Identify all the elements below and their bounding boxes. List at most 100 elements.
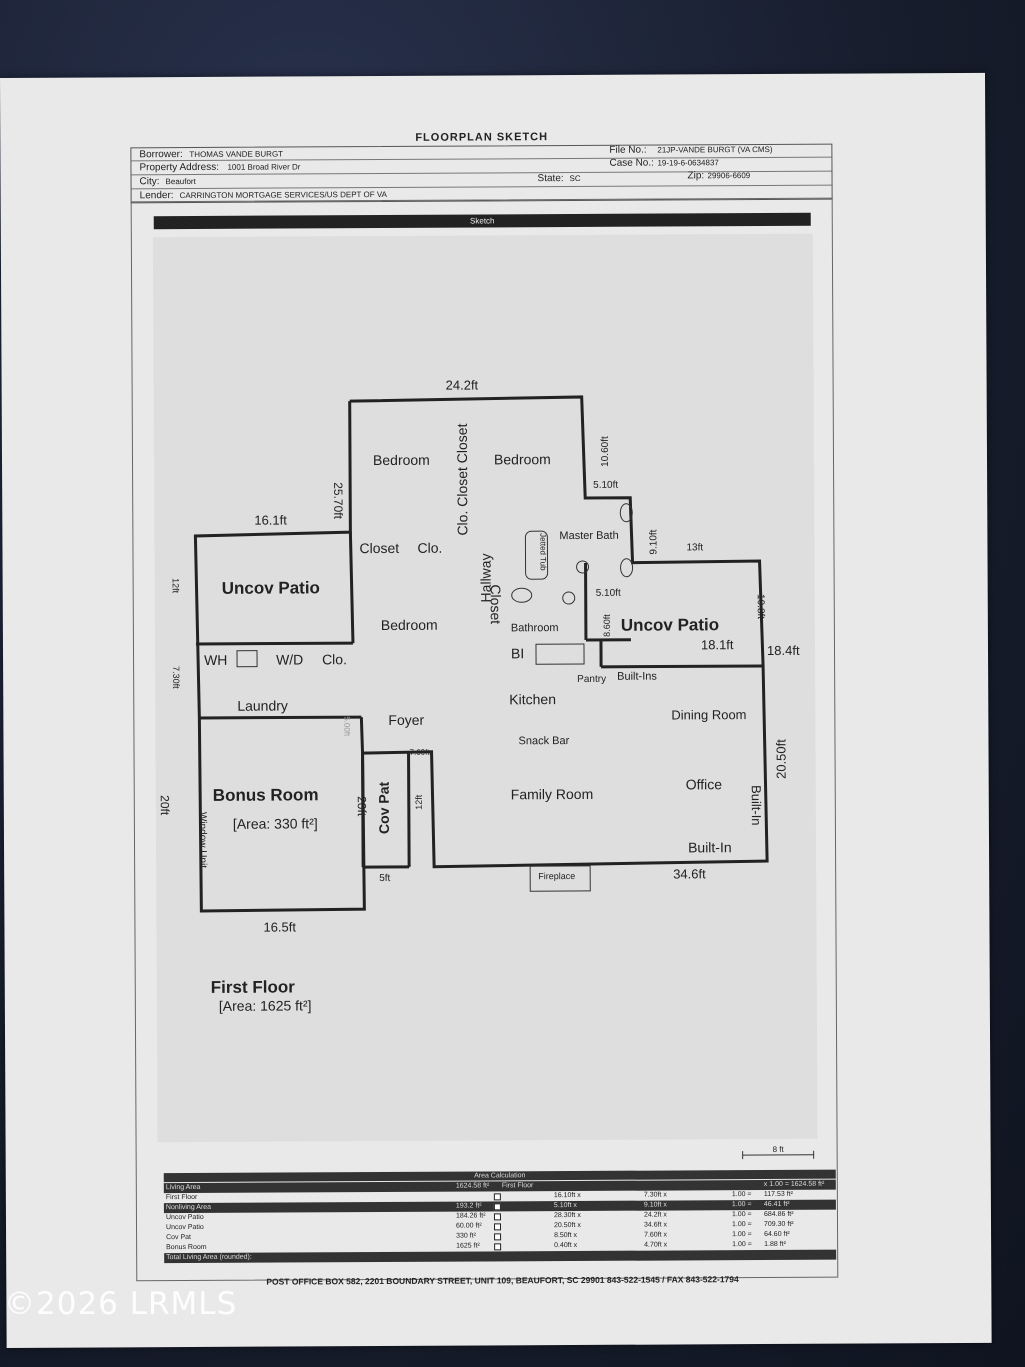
area-calc-factor: 1.00 = (731, 1191, 752, 1199)
jetted-tub-shape (524, 530, 549, 580)
wall-outline (193, 395, 769, 913)
room-family-room: Family Room (510, 785, 594, 803)
area-calc-checkbox[interactable] (494, 1243, 502, 1251)
area-calc-checkbox[interactable] (493, 1213, 501, 1221)
area-calc-checkbox[interactable] (493, 1193, 501, 1201)
area-calc-factor: 1.00 = (732, 1241, 752, 1249)
wall-bonus-right (361, 753, 365, 868)
area-calc-dim2: 9.10ft x (643, 1201, 667, 1209)
bi-label: BI (510, 645, 525, 662)
area-calc-factor: 1.00 = (731, 1221, 752, 1229)
dim-5ft: 5ft (379, 872, 391, 885)
room-uncov-patio-2: Uncov Patio (620, 615, 720, 635)
pantry-label: Pantry (577, 673, 607, 685)
area-calc-checkbox[interactable] (494, 1233, 502, 1241)
built-ins-label: Built-Ins (617, 670, 657, 683)
dim-25-70ft: 25.70ft (331, 482, 346, 519)
room-bedroom-2: Bedroom (493, 451, 551, 468)
clo-label-2: Clo. (322, 651, 347, 668)
area-calc-result: x 1.00 = 1624.58 ft² (763, 1180, 825, 1189)
room-cov-pat: Cov Pat (375, 781, 392, 835)
room-dining-room: Dining Room (671, 707, 747, 723)
dim-10-8ft: 10.8ft (754, 593, 766, 620)
area-calc-dim2: 4.70ft x (644, 1241, 668, 1249)
area-calc-area: 184.26 ft² (455, 1212, 486, 1220)
area-calc-area: 330 ft² (456, 1232, 476, 1240)
room-master-bath: Master Bath (559, 529, 619, 543)
wall-foyer (359, 717, 365, 754)
dim-34-6ft: 34.6ft (673, 866, 706, 882)
area-calc-label: Nonliving Area (165, 1203, 212, 1212)
scale-label: 8 ft (772, 1144, 784, 1154)
wall-patio2-bottom (601, 664, 764, 669)
room-clo: Clo. (417, 539, 443, 556)
room-closets: Clo. Closet Closet (453, 423, 471, 536)
area-calc-result: 684.86 ft² (763, 1210, 794, 1219)
area-calc-dim1: 5.10ft x (553, 1201, 577, 1210)
floorplan-document: FLOORPLAN SKETCH Borrower: THOMAS VANDE … (0, 72, 992, 1348)
area-calc-dim1: 28.30ft x (553, 1211, 581, 1220)
area-calc-area: 193.2 ft² (455, 1202, 482, 1210)
bi-box (535, 643, 585, 665)
area-calc-dim2: 7.60ft x (644, 1231, 668, 1239)
area-calc-result: 709.30 ft² (763, 1220, 794, 1229)
area-calc-factor: 1.00 = (732, 1231, 752, 1239)
area-calc-dim1: 16.10ft x (553, 1191, 581, 1200)
floor-area: [Area: 1625 ft²] (218, 997, 312, 1014)
dim-8-60ft: 8.60ft (601, 614, 612, 637)
dim-24-2ft: 24.2ft (445, 377, 479, 393)
area-calc-result: 46.41 ft² (763, 1200, 790, 1209)
area-calc-label: Living Area (165, 1183, 201, 1192)
dim-9-10ft: 9.10ft (648, 529, 660, 555)
room-closet: Closet (359, 539, 400, 557)
floorplan-drawing (193, 395, 815, 1160)
area-calc-dim1: 8.50ft x (554, 1231, 578, 1240)
dim-12ft-b: 12ft (413, 794, 424, 810)
built-in-label: Built-In (687, 839, 732, 856)
area-calc-label: Uncov Patio (166, 1223, 204, 1232)
area-calc-dim2: 24.2ft x (643, 1211, 667, 1219)
toilet-2 (562, 591, 576, 605)
room-bedroom-1: Bedroom (372, 451, 430, 469)
area-calc-factor: 1.00 = (731, 1211, 752, 1219)
room-laundry: Laundry (237, 697, 288, 714)
wh-label: WH (204, 651, 228, 668)
area-calc-result: 1.88 ft² (764, 1240, 786, 1249)
lrmls-watermark: ©2026 LRMLS (4, 1286, 238, 1322)
area-calc-factor: 1.00 = (731, 1201, 752, 1209)
room-closet-2: Closet (487, 584, 504, 625)
window-unit-label: Window Unit (196, 811, 209, 869)
room-bathroom: Bathroom (510, 622, 559, 635)
jetted-tub-label: Jetted Tub (538, 533, 548, 571)
area-calc-result: 117.53 ft² (763, 1190, 793, 1199)
dim-10-60ft: 10.60ft (599, 436, 612, 467)
dim-20-50ft: 20.50ft (773, 739, 789, 779)
bonus-room-area: [Area: 330 ft²] (232, 815, 318, 832)
dim-12ft-a: 12ft (170, 578, 181, 594)
dim-20ft-b: 20ft (354, 796, 369, 817)
sink-2 (620, 558, 634, 578)
area-calc-checkbox[interactable] (493, 1203, 501, 1211)
area-calc-dim2: 7.30ft x (643, 1191, 667, 1199)
room-office: Office (685, 776, 723, 793)
area-calc-name: First Floor (501, 1182, 534, 1190)
dim-16-1ft: 16.1ft (254, 512, 287, 528)
dim-5-10ft-b: 5.10ft (595, 587, 621, 599)
dim-5-00ft: 5.00ft (342, 716, 352, 737)
area-calc-label: First Floor (165, 1193, 198, 1202)
area-calc-area: 1625 ft² (456, 1242, 480, 1250)
dim-18-1ft: 18.1ft (700, 637, 734, 653)
fireplace-label: Fireplace (538, 870, 576, 882)
wd-label: W/D (276, 651, 304, 668)
area-calc-area: 1624.58 ft² (455, 1182, 490, 1190)
wall-covpat-right (407, 752, 411, 867)
wall-patio-bottom (195, 641, 353, 646)
area-calc-label: Uncov Patio (165, 1213, 204, 1222)
area-calc-checkbox[interactable] (494, 1223, 502, 1231)
wall-laundry-bottom (199, 715, 362, 720)
room-bedroom-3: Bedroom (380, 616, 438, 634)
dim-13ft: 13ft (686, 542, 704, 554)
dim-20ft-a: 20ft (157, 795, 172, 816)
area-calc-label: Bonus Room (166, 1243, 207, 1252)
